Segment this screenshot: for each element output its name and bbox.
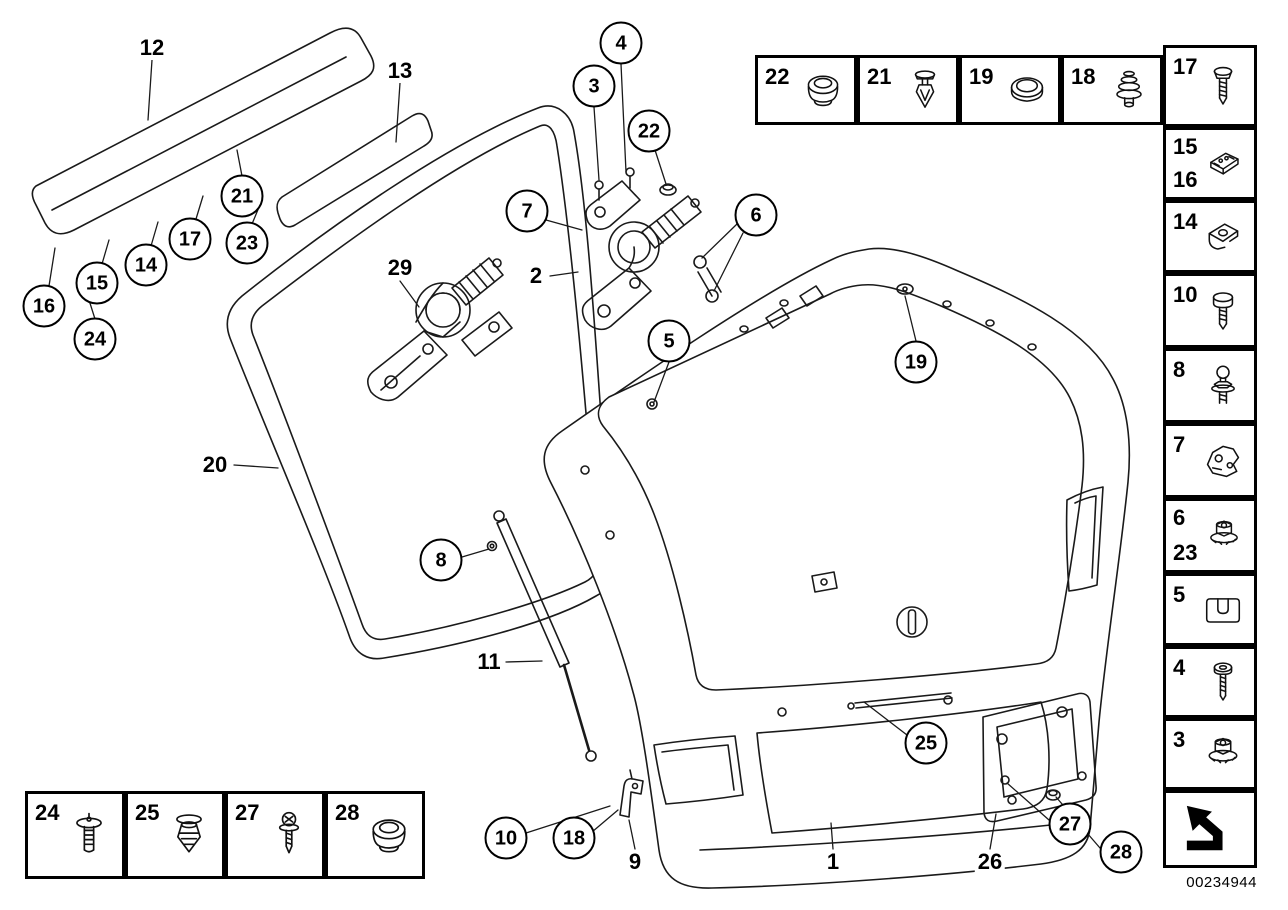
callout-23[interactable]: 23 [225,221,269,265]
callout-3[interactable]: 3 [572,64,616,108]
flange-nut-icon [1201,513,1247,559]
part-number: 21 [867,64,892,89]
torx-screw-icon [1199,287,1247,335]
part-number: 3 [1173,727,1186,752]
plate-base-shape [982,692,1097,823]
callout-21[interactable]: 21 [220,174,264,218]
callout-25[interactable]: 25 [904,721,948,765]
callout-4[interactable]: 4 [599,21,643,65]
part-box-21[interactable]: 21 [857,55,959,125]
callout-11[interactable]: 11 [474,650,504,674]
seal-loop-shape [226,105,616,660]
part-box-18[interactable]: 18 [1061,55,1163,125]
callout-29[interactable]: 29 [384,256,416,280]
callout-5[interactable]: 5 [647,319,691,363]
callout-2[interactable]: 2 [526,264,546,288]
callout-24[interactable]: 24 [73,317,117,361]
part-number: 8 [1173,357,1186,382]
page-back-arrow-icon [1183,802,1237,856]
callout-28[interactable]: 28 [1099,830,1143,874]
part-box-4[interactable]: 4 [1163,646,1257,718]
part-box-19[interactable]: 19 [959,55,1061,125]
torx-bolt-icon [1199,658,1247,706]
callout-19[interactable]: 19 [894,340,938,384]
part-number: 15 [1173,134,1198,159]
screw-icon [1199,62,1247,110]
part-box-3[interactable]: 3 [1163,718,1257,790]
part-box-10[interactable]: 10 [1163,273,1257,348]
callout-10[interactable]: 10 [484,816,528,860]
rubber-buffer-icon [1105,66,1153,114]
trim-strip-shape [276,112,433,228]
hinge-left-shape [366,257,513,402]
page-back-button[interactable] [1163,790,1257,868]
blind-rivet-icon [63,809,115,861]
part-box-27[interactable]: 27 [225,791,325,879]
expanding-rivet-icon [901,66,949,114]
part-box-14[interactable]: 14 [1163,200,1257,273]
callout-22[interactable]: 22 [627,109,671,153]
part-box-17[interactable]: 17 [1163,45,1257,127]
part-number: 16 [1173,167,1198,192]
expansion-clip-icon [163,809,215,861]
spoiler-shape [31,27,375,235]
shim-plate-icon [1199,586,1247,634]
callout-15[interactable]: 15 [75,261,119,305]
part-number: 19 [969,64,994,89]
grommet-icon [363,809,415,861]
callout-18[interactable]: 18 [552,816,596,860]
part-number: 10 [1173,282,1198,307]
part-box-22[interactable]: 22 [755,55,857,125]
part-box-25[interactable]: 25 [125,791,225,879]
part-number: 5 [1173,582,1186,607]
tapping-screw-icon [263,809,315,861]
part-number: 22 [765,64,790,89]
part-box-7[interactable]: 7 [1163,423,1257,498]
callout-1[interactable]: 1 [823,850,843,874]
callout-6[interactable]: 6 [734,193,778,237]
image-id: 00234944 [1186,874,1257,891]
part-number: 7 [1173,432,1186,457]
part-box-6-23[interactable]: 6 23 [1163,498,1257,573]
callout-8[interactable]: 8 [419,538,463,582]
callout-13[interactable]: 13 [384,59,416,83]
callout-12[interactable]: 12 [136,36,168,60]
part-number: 4 [1173,655,1186,680]
part-number: 28 [335,800,360,825]
part-number: 18 [1071,64,1096,89]
part-box-28[interactable]: 28 [325,791,425,879]
part-box-5[interactable]: 5 [1163,573,1257,646]
part-number: 17 [1173,54,1198,79]
blind-plug-icon [1003,66,1051,114]
flange-nut-icon [1199,730,1247,778]
callout-17[interactable]: 17 [168,217,212,261]
part-box-24[interactable]: 24 [25,791,125,879]
callout-26[interactable]: 26 [974,850,1006,874]
ball-pin-icon [1199,362,1247,410]
leader-lines [48,59,1101,850]
window-module-icon [1201,141,1247,187]
callout-9[interactable]: 9 [625,850,645,874]
gas-strut-shape [486,510,597,762]
sheet-metal-nut-icon [1199,213,1247,261]
hinge-bracket-icon [1199,437,1247,485]
grommet-icon [799,66,847,114]
part-box-15-16[interactable]: 15 16 [1163,127,1257,200]
part-number: 14 [1173,209,1198,234]
callout-7[interactable]: 7 [505,189,549,233]
small-bracket-shape [619,769,644,818]
callout-27[interactable]: 27 [1048,802,1092,846]
part-number: 25 [135,800,160,825]
hinge-right-shape [581,167,722,410]
part-box-8[interactable]: 8 [1163,348,1257,423]
callout-14[interactable]: 14 [124,243,168,287]
part-number: 23 [1173,540,1198,565]
part-number: 6 [1173,505,1186,530]
part-number: 27 [235,800,260,825]
callout-20[interactable]: 20 [199,453,231,477]
callout-16[interactable]: 16 [22,284,66,328]
part-number: 24 [35,800,60,825]
